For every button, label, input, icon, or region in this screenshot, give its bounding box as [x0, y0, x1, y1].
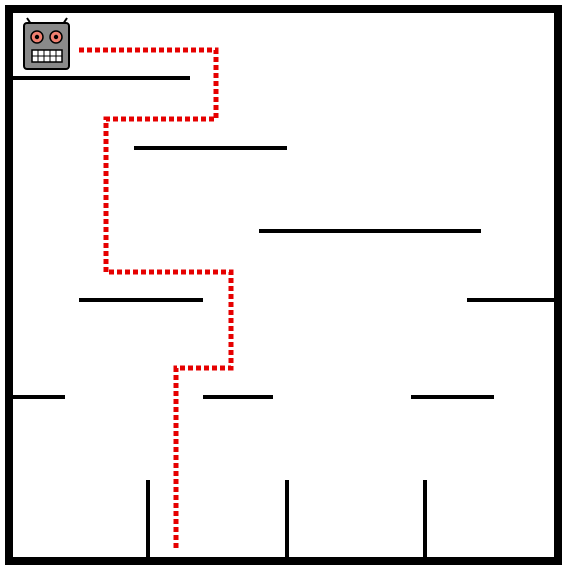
maze-outer-wall [9, 9, 558, 561]
maze-walls [13, 78, 558, 558]
robot-icon [24, 18, 69, 69]
